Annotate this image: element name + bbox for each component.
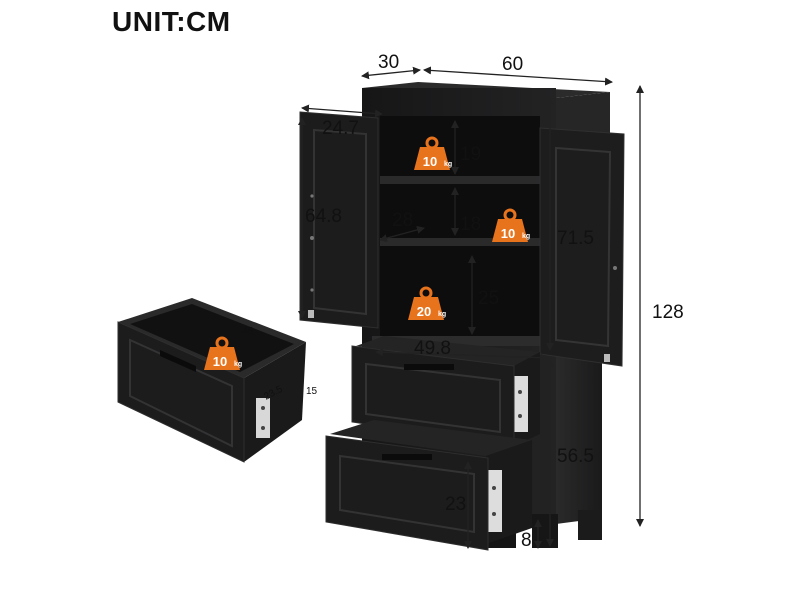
svg-text:20: 20: [417, 304, 431, 319]
label-drawer-section-height: 56.5: [557, 446, 594, 467]
label-upper-section-height: 71.5: [557, 228, 594, 249]
label-shelf-depth: 28: [392, 210, 413, 231]
weight-badge-drawer: 10 kg: [202, 336, 242, 372]
label-shelf-mid-gap: 18: [460, 214, 481, 235]
label-base-height: 8: [521, 530, 532, 551]
svg-text:kg: kg: [444, 161, 452, 168]
weight-badge-shelf-top: 10 kg: [412, 136, 452, 172]
detached-drawer: [117, 298, 306, 463]
label-door-width: 24.7: [322, 118, 359, 139]
label-total-height: 128: [652, 302, 684, 323]
svg-text:kg: kg: [234, 361, 242, 368]
svg-text:kg: kg: [438, 311, 446, 318]
weight-badge-shelf-mid: 10 kg: [490, 208, 530, 244]
label-depth: 30: [378, 52, 399, 73]
label-width: 60: [502, 54, 523, 75]
weight-badge-shelf-bottom: 20 kg: [406, 286, 446, 322]
lower-drawer: [325, 420, 532, 551]
svg-text:10: 10: [423, 154, 437, 169]
label-drawer-height: 23: [445, 494, 466, 515]
unit-title: UNIT:CM: [112, 6, 231, 37]
label-detached-drawer-height: 15: [306, 386, 318, 397]
label-detached-drawer-width: 45: [242, 326, 254, 337]
svg-text:10: 10: [213, 354, 227, 369]
label-lower-shelf-gap: 25: [478, 288, 499, 309]
label-shelf-top-gap: 19: [460, 144, 481, 165]
svg-text:10: 10: [501, 226, 515, 241]
dimension-lines: [298, 66, 644, 549]
label-inner-width: 49.8: [414, 338, 451, 359]
label-door-height: 64.8: [305, 206, 342, 227]
right-door: [539, 127, 625, 367]
svg-text:kg: kg: [522, 233, 530, 240]
